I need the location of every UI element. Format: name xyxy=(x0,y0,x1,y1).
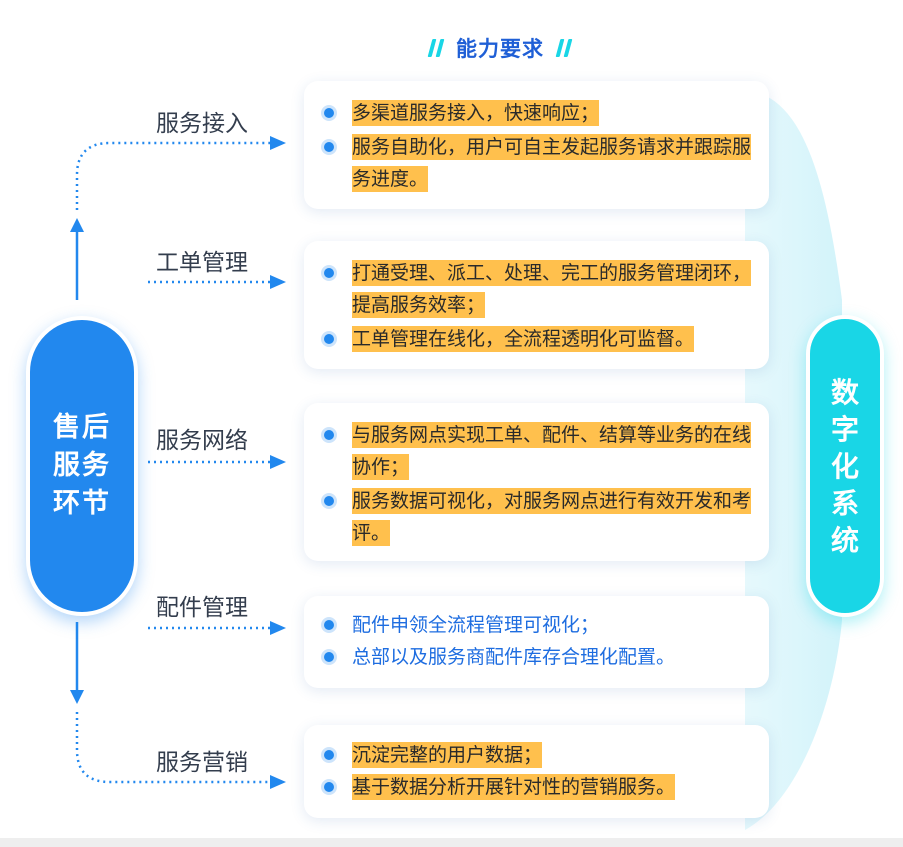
list-item: 打通受理、派工、处理、完工的服务管理闭环，提高服务效率； xyxy=(304,257,769,321)
step-label-service-network: 服务网络 xyxy=(156,428,248,454)
bottom-bar xyxy=(0,838,903,847)
card-service-access: 多渠道服务接入，快速响应； 服务自助化，用户可自主发起服务请求并跟踪服务进度。 xyxy=(304,81,769,209)
card-marketing: 沉淀完整的用户数据； 基于数据分析开展针对性的营销服务。 xyxy=(304,725,769,818)
bullet-icon xyxy=(324,430,334,440)
bullet-icon xyxy=(324,782,334,792)
digital-system-char-2: 字 xyxy=(830,412,859,446)
digital-system-char-5: 统 xyxy=(830,523,859,557)
top-curve-connector xyxy=(75,141,272,210)
digital-system-char-3: 化 xyxy=(830,449,859,483)
list-item: 基于数据分析开展针对性的营销服务。 xyxy=(304,771,769,803)
digital-system-char-1: 数 xyxy=(830,375,859,409)
list-item: 沉淀完整的用户数据； xyxy=(304,739,769,771)
list-item: 工单管理在线化，全流程透明化可监督。 xyxy=(304,323,769,355)
bullet-icon xyxy=(324,142,334,152)
after-sales-line-3: 环节 xyxy=(53,488,111,519)
step-label-service-access: 服务接入 xyxy=(156,111,248,137)
card-work-order: 打通受理、派工、处理、完工的服务管理闭环，提高服务效率； 工单管理在线化，全流程… xyxy=(304,241,769,369)
step-label-marketing: 服务营销 xyxy=(156,750,248,776)
bullet-icon xyxy=(324,620,334,630)
bullet-icon xyxy=(324,334,334,344)
digital-system-pill: 数 字 化 系 统 xyxy=(806,315,884,617)
list-item: 与服务网点实现工单、配件、结算等业务的在线协作； xyxy=(304,419,769,483)
bullet-icon xyxy=(324,108,334,118)
digital-system-char-4: 系 xyxy=(830,486,859,520)
step-label-parts: 配件管理 xyxy=(156,595,248,621)
bullet-icon xyxy=(324,750,334,760)
card-parts: 配件申领全流程管理可视化； 总部以及服务商配件库存合理化配置。 xyxy=(304,596,769,688)
step-label-work-order: 工单管理 xyxy=(156,250,248,276)
list-item: 多渠道服务接入，快速响应； xyxy=(304,97,769,129)
card-service-network: 与服务网点实现工单、配件、结算等业务的在线协作； 服务数据可视化，对服务网点进行… xyxy=(304,403,769,561)
header-title: 能力要求 xyxy=(456,37,544,61)
bottom-curve-connector xyxy=(75,712,272,784)
after-sales-line-2: 服务 xyxy=(53,450,111,481)
header: 能力要求 xyxy=(427,30,573,66)
bullet-icon xyxy=(324,652,334,662)
list-item: 服务数据可视化，对服务网点进行有效开发和考评。 xyxy=(304,485,769,549)
bullet-icon xyxy=(324,268,334,278)
after-sales-pill: 售后 服务 环节 xyxy=(26,316,138,616)
list-item: 配件申领全流程管理可视化； xyxy=(304,609,769,641)
list-item: 服务自助化，用户可自主发起服务请求并跟踪服务进度。 xyxy=(304,131,769,195)
list-item: 总部以及服务商配件库存合理化配置。 xyxy=(304,641,769,673)
after-sales-line-1: 售后 xyxy=(53,412,111,443)
bullet-icon xyxy=(324,496,334,506)
